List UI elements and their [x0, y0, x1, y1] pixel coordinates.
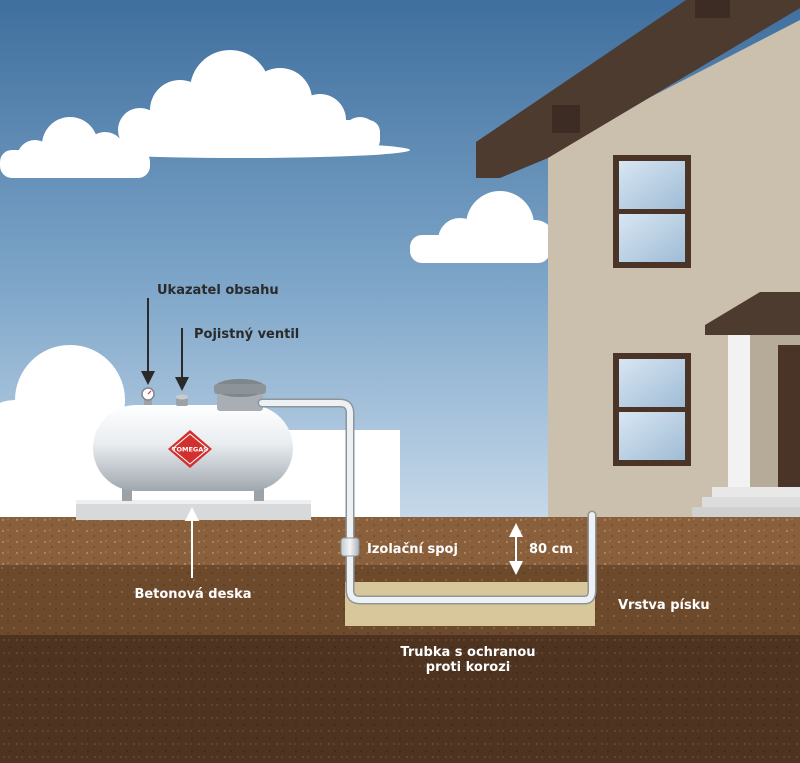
label-insulating-joint: Izolační spoj	[367, 542, 458, 557]
cloud-top-center	[70, 50, 410, 158]
insulating-joint-icon	[340, 537, 360, 557]
chimney	[552, 105, 580, 133]
label-depth: 80 cm	[529, 542, 573, 557]
tomegas-logo: TOMEGAS	[168, 430, 212, 468]
porch	[692, 292, 800, 520]
cloud-top-left	[0, 117, 150, 178]
roof	[476, 0, 800, 178]
chimney	[695, 0, 730, 18]
label-pipe-line2: proti korozi	[426, 660, 510, 675]
label-sand-layer: Vrstva písku	[618, 598, 710, 613]
safety-valve-icon	[176, 394, 188, 406]
window-lower	[613, 353, 691, 466]
gas-pipe	[257, 398, 597, 605]
tank-dome	[214, 379, 266, 411]
label-concrete-slab: Betonová deska	[134, 587, 251, 602]
tank-logo-text: TOMEGAS	[172, 446, 208, 454]
label-pipe-line1: Trubka s ochranou	[400, 645, 535, 660]
label-safety-valve: Pojistný ventil	[194, 327, 299, 342]
content-gauge-icon	[141, 387, 155, 405]
window-upper	[613, 155, 691, 268]
label-content-gauge: Ukazatel obsahu	[157, 283, 279, 298]
house	[476, 0, 800, 520]
cloud-right	[410, 191, 555, 263]
